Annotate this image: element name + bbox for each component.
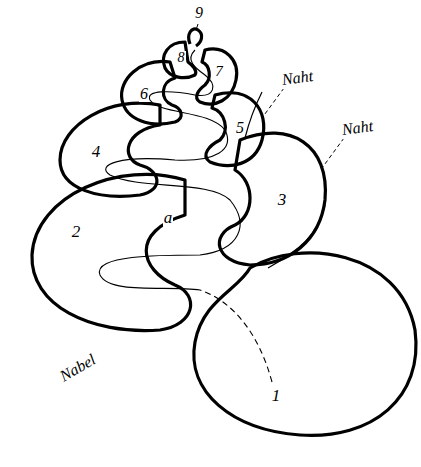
spiral-visible xyxy=(99,50,240,290)
callout-number: 9 xyxy=(194,5,204,22)
callout-number: 6 xyxy=(139,86,149,103)
whorl-1 xyxy=(194,253,416,435)
whorl-6 xyxy=(122,62,182,124)
callout-number: 1 xyxy=(271,387,282,405)
part-label: a xyxy=(163,209,174,227)
shell-contour xyxy=(245,92,325,268)
callout-number: 2 xyxy=(71,223,82,241)
leader-line xyxy=(322,138,344,168)
whorl-outlines xyxy=(32,29,416,435)
leader-line xyxy=(262,88,284,118)
whorl-4 xyxy=(60,103,160,196)
callout-number: 7 xyxy=(214,64,224,80)
leader-line xyxy=(196,24,198,30)
spiral-hidden xyxy=(200,290,272,382)
callout-number: 3 xyxy=(277,191,288,209)
callout-number: 5 xyxy=(235,120,245,137)
part-label: Naht xyxy=(280,67,315,88)
callout-number: 4 xyxy=(91,143,102,161)
leader-lines xyxy=(196,24,344,168)
outer-contour xyxy=(245,92,325,268)
part-label: Naht xyxy=(340,117,375,138)
whorl-3 xyxy=(219,133,325,265)
whorl-2 xyxy=(32,174,191,330)
spiral-line xyxy=(99,50,272,382)
part-label: Nabel xyxy=(56,351,99,386)
callout-number: 8 xyxy=(177,51,186,66)
apex xyxy=(189,29,202,46)
